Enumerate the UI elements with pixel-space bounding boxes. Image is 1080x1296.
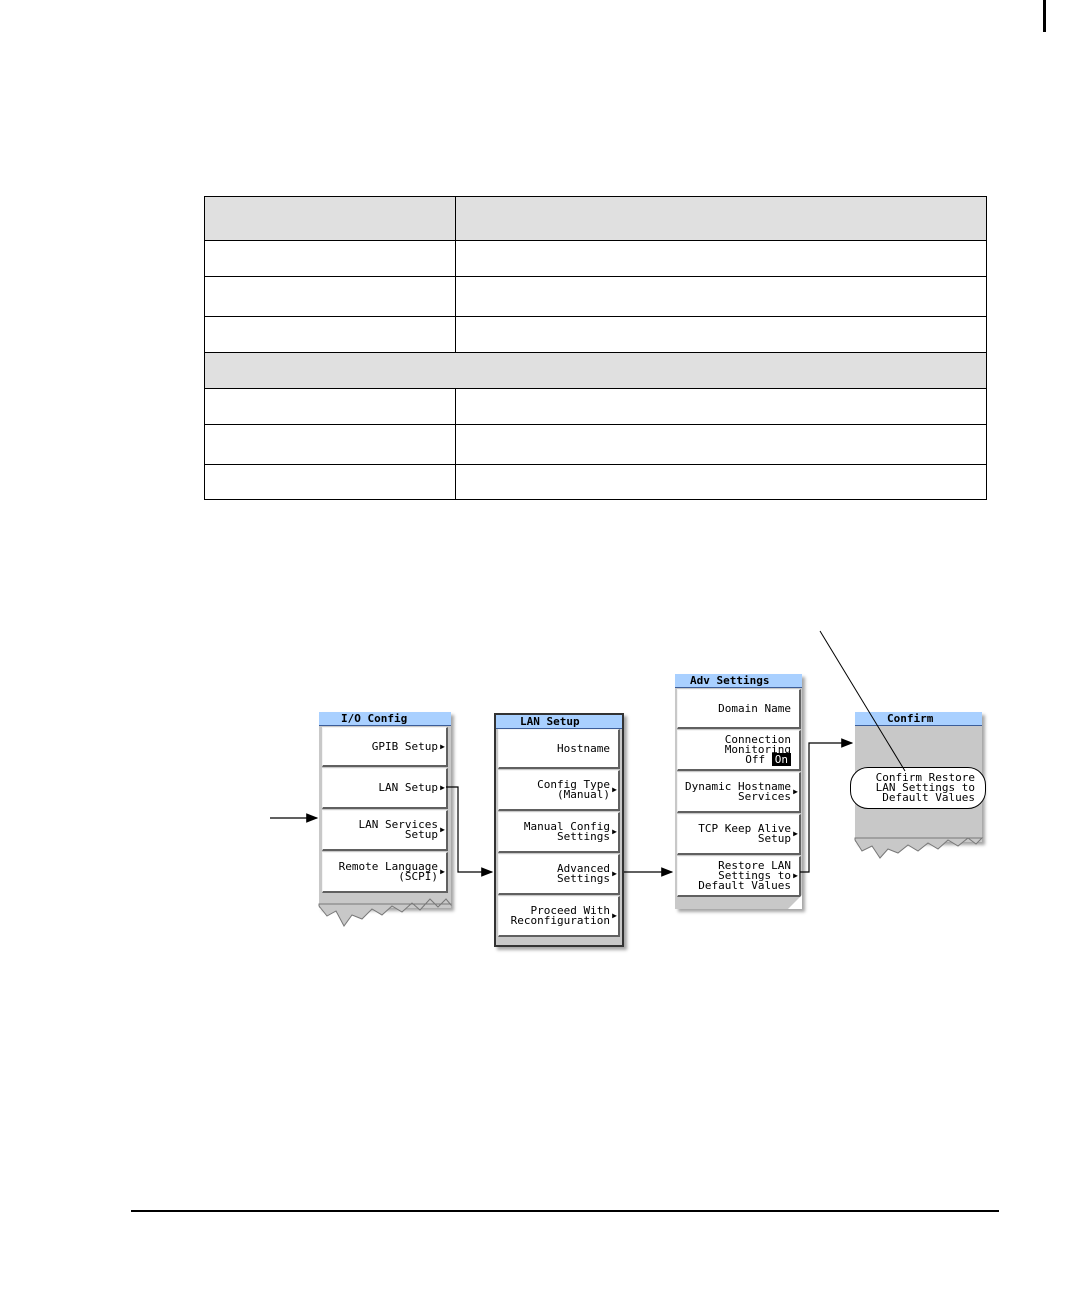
remote-language-label: Remote Language (SCPI)	[338, 860, 438, 883]
tcp-keep-alive-setup-label: TCP Keep Alive Setup	[698, 822, 791, 845]
submenu-arrow-icon: ▶	[612, 785, 617, 794]
adv-settings-title-text: Adv Settings	[690, 674, 770, 687]
settings-table	[204, 196, 987, 500]
lan-setup-title-text: LAN Setup	[520, 715, 580, 728]
confirm-restore-softkey[interactable]: Confirm Restore LAN Settings to Default …	[850, 767, 986, 809]
config-type-label: Config Type (Manual)	[537, 778, 610, 801]
page-edge-tab	[1043, 0, 1046, 32]
connection-monitoring-on: On	[771, 753, 791, 766]
table-cell	[455, 424, 987, 465]
restore-connector-arrow	[800, 738, 854, 873]
table-cell	[455, 388, 987, 425]
table-row	[204, 316, 987, 353]
table-header-cell	[455, 196, 987, 241]
advanced-settings-softkey[interactable]: Advanced Settings▶	[498, 854, 620, 895]
connection-monitoring-label: Connection Monitoring Off On	[724, 733, 791, 766]
proceed-reconfiguration-softkey[interactable]: Proceed With Reconfiguration▶	[498, 896, 620, 937]
config-type-softkey[interactable]: Config Type (Manual)▶	[498, 770, 620, 811]
table-cell	[204, 240, 456, 277]
connection-monitoring-off: Off	[745, 753, 766, 766]
table-cell	[204, 276, 456, 317]
table-cell	[204, 464, 456, 500]
connection-monitoring-name: Connection Monitoring	[724, 733, 791, 756]
submenu-arrow-icon: ▶	[440, 783, 445, 792]
domain-name-softkey[interactable]: Domain Name	[677, 689, 801, 729]
table-cell	[455, 240, 987, 277]
confirm-menu-title: Confirm	[855, 712, 982, 726]
gpib-setup-softkey[interactable]: GPIB Setup▶	[322, 727, 448, 767]
gpib-setup-label: GPIB Setup	[371, 739, 438, 753]
dynamic-hostname-services-softkey[interactable]: Dynamic Hostname Services▶	[677, 772, 801, 813]
restore-lan-settings-label: Restore LAN Settings to Default Values	[698, 859, 791, 892]
io-config-title-text: I/O Config	[341, 712, 408, 725]
confirm-title-text: Confirm	[887, 712, 934, 725]
lan-setup-connector-arrow	[446, 786, 494, 877]
table-cell	[204, 316, 456, 353]
table-header-cell	[204, 196, 456, 241]
io-config-menu-title: I/O Config	[319, 712, 451, 726]
lan-services-setup-softkey[interactable]: LAN Services Setup▶	[322, 810, 448, 851]
manual-config-settings-softkey[interactable]: Manual Config Settings▶	[498, 812, 620, 853]
lan-setup-softkey[interactable]: LAN Setup▶	[322, 768, 448, 809]
io-config-menu: I/O Config GPIB Setup▶ LAN Setup▶ LAN Se…	[319, 712, 451, 908]
advanced-settings-label: Advanced Settings	[557, 862, 610, 885]
remote-language-softkey[interactable]: Remote Language (SCPI)▶	[322, 852, 448, 893]
submenu-arrow-icon: ▶	[793, 787, 798, 796]
table-row	[204, 464, 987, 500]
lan-setup-menu-title: LAN Setup	[496, 715, 622, 729]
table-cell	[455, 464, 987, 500]
restore-lan-settings-softkey[interactable]: Restore LAN Settings to Default Values▶	[677, 856, 801, 897]
lan-services-setup-label: LAN Services Setup	[358, 818, 438, 841]
lan-setup-label: LAN Setup	[378, 781, 438, 794]
submenu-arrow-icon: ▶	[612, 911, 617, 920]
submenu-arrow-icon: ▶	[440, 825, 445, 834]
table-row	[204, 388, 987, 425]
adv-settings-menu: Adv Settings Domain Name Connection Moni…	[675, 674, 802, 909]
submenu-arrow-icon: ▶	[793, 871, 798, 880]
table-row	[204, 240, 987, 277]
connection-monitoring-softkey[interactable]: Connection Monitoring Off On	[677, 730, 801, 771]
domain-name-label: Domain Name	[718, 701, 791, 715]
tcp-keep-alive-setup-softkey[interactable]: TCP Keep Alive Setup▶	[677, 814, 801, 855]
lan-setup-menu: LAN Setup Hostname Config Type (Manual)▶…	[494, 713, 624, 947]
dynamic-hostname-services-label: Dynamic Hostname Services	[685, 780, 791, 803]
table-section-cell	[204, 352, 987, 389]
adv-settings-menu-title: Adv Settings	[675, 674, 802, 688]
submenu-arrow-icon: ▶	[793, 829, 798, 838]
table-cell	[455, 276, 987, 317]
manual-config-settings-label: Manual Config Settings	[523, 820, 610, 843]
submenu-arrow-icon: ▶	[612, 827, 617, 836]
table-cell	[455, 316, 987, 353]
submenu-arrow-icon: ▶	[440, 741, 445, 751]
table-section-row	[204, 352, 987, 389]
table-row	[204, 424, 987, 465]
table-cell	[204, 424, 456, 465]
confirm-restore-label: Confirm Restore LAN Settings to Default …	[875, 771, 975, 804]
footer-rule	[131, 1210, 999, 1212]
table-header-row	[204, 196, 987, 241]
hostname-label: Hostname	[557, 741, 610, 755]
table-cell	[204, 388, 456, 425]
table-row	[204, 276, 987, 317]
submenu-arrow-icon: ▶	[612, 869, 617, 878]
hostname-softkey[interactable]: Hostname	[498, 729, 620, 769]
submenu-arrow-icon: ▶	[440, 867, 445, 876]
proceed-reconfiguration-label: Proceed With Reconfiguration	[510, 904, 610, 927]
